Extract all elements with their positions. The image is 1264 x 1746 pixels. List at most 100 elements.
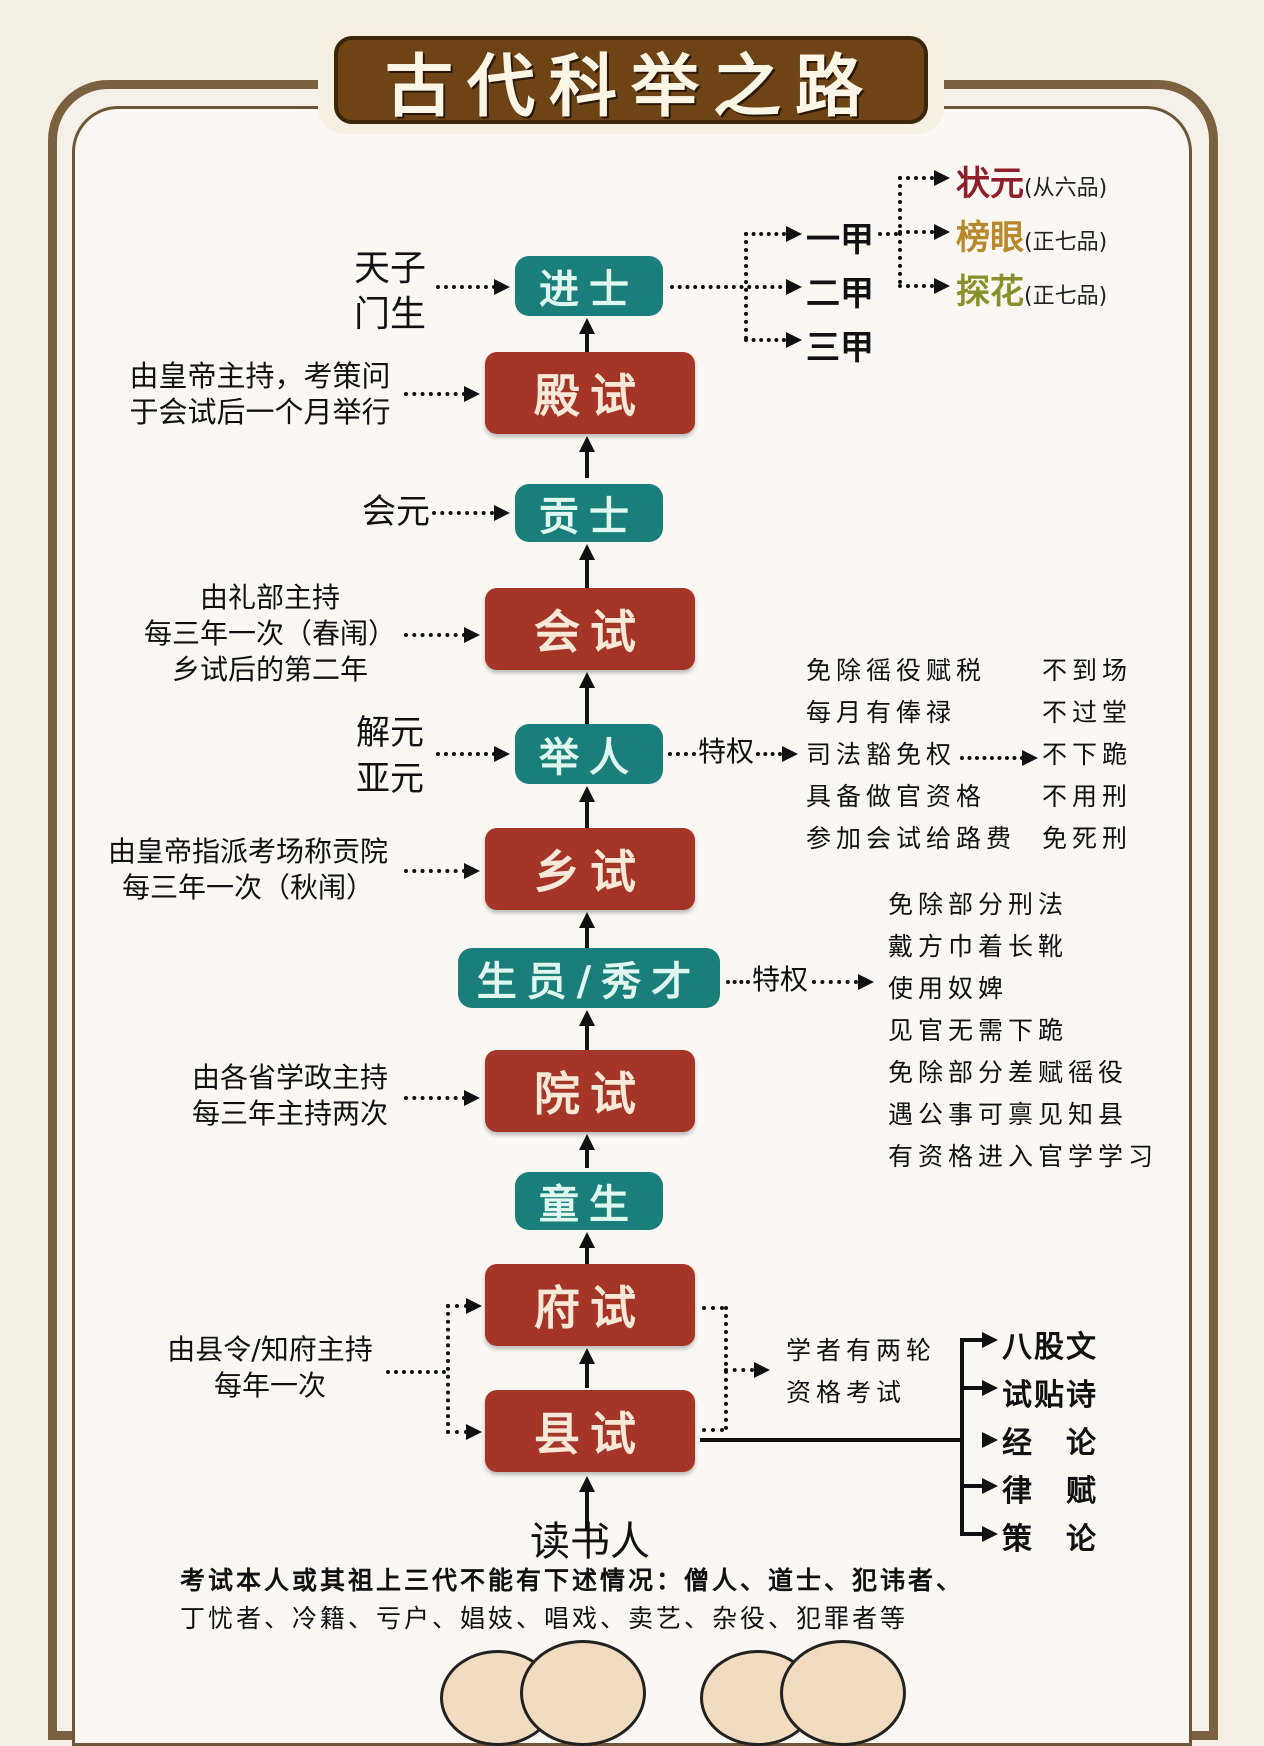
cloud-decoration-icon [780,1640,906,1746]
arrow-right-icon [464,863,480,879]
arrow-right-icon [754,1362,770,1378]
arrow-line [585,1246,589,1264]
arrow-right-icon [786,226,802,242]
dotted-connector [670,285,790,289]
rank-erjia: 二甲 [806,274,874,314]
dotted-connector [432,511,494,515]
node-dushuren: 读书人 [530,1519,650,1565]
node-yuanshi: 院试 [485,1050,695,1132]
note-jinshi: 天子 门生 [353,248,426,335]
arrow-line [585,558,589,588]
node-tongsheng: 童生 [515,1172,663,1230]
arrow-line [585,686,589,724]
dotted-connector [668,752,696,756]
arrow-right-icon [786,332,802,348]
arrow-right-icon [934,170,950,186]
dotted-connector [404,869,466,873]
arrow-line [585,1024,589,1050]
dotted-connector [812,980,858,984]
note-fu-xian: 由县令/知府主持 每年一次 [167,1333,373,1402]
node-fushi: 府试 [485,1264,695,1346]
node-gongshi: 贡士 [515,484,663,542]
dotted-connector [878,232,898,236]
title-plate: 古代科举之路 [334,36,928,127]
honor-bangyan: 榜眼(正七品) [956,218,1108,258]
dotted-connector [744,232,748,340]
dotted-connector [726,980,750,984]
connector-line [960,1484,984,1488]
dotted-connector [702,1428,724,1432]
note-huishi: 由礼部主持 每三年一次（春闱） 乡试后的第二年 [143,581,396,686]
dotted-connector [744,232,786,236]
arrow-line [585,330,589,352]
judicial-privilege-list: 不到场 不过堂 不下跪 不用刑 免死刑 [1042,656,1133,853]
arrow-right-icon [464,386,480,402]
arrow-right-icon [934,224,950,240]
node-xiangshi: 乡试 [485,828,695,910]
arrow-up-icon [579,1348,595,1364]
arrow-up-icon [579,912,595,928]
dotted-connector [898,284,934,288]
arrow-line [585,1490,589,1530]
node-juren: 举人 [515,724,663,784]
arrow-right-icon [466,1298,482,1314]
dotted-connector [446,1430,468,1434]
arrow-right-icon [982,1478,998,1494]
dotted-connector [446,1304,450,1434]
node-xianshi: 县试 [485,1390,695,1472]
connector-line [960,1386,984,1390]
arrow-right-icon [494,279,510,295]
arrow-right-icon [934,278,950,294]
note-xiangshi: 由皇帝指派考场称贡院 每三年一次（秋闱） [107,835,388,904]
shengyuan-privilege-label: 特权 [752,963,809,996]
arrow-right-icon [494,746,510,762]
juren-privilege-list: 免除徭役赋税 每月有俸禄 司法豁免权 具备做官资格 参加会试给路费 [806,656,1017,853]
connector-line [700,1438,962,1442]
dotted-connector [724,1368,754,1372]
arrow-right-icon [982,1526,998,1542]
subject-jinglun: 经 论 [1002,1426,1098,1461]
subject-lvfu: 律 赋 [1002,1474,1098,1509]
dotted-connector [702,1306,724,1310]
arrow-right-icon [782,746,798,762]
dotted-connector [898,230,934,234]
dotted-connector [404,633,466,637]
arrow-up-icon [579,1134,595,1150]
arrow-up-icon [579,1010,595,1026]
honor-tanhua: 探花(正七品) [956,272,1108,312]
honor-zhuangyuan: 状元(从六品) [956,164,1108,204]
note-gongshi: 会元 [362,492,430,532]
rank-yijia: 一甲 [806,220,874,260]
arrow-right-icon [982,1332,998,1348]
rank-sanjia: 三甲 [806,328,874,368]
arrow-up-icon [579,318,595,334]
subject-celun: 策 论 [1002,1522,1098,1557]
arrow-up-icon [579,786,595,802]
arrow-line [585,1148,589,1168]
arrow-right-icon [786,279,802,295]
dotted-connector [436,752,496,756]
node-dianshi: 殿试 [485,352,695,434]
note-dianshi: 由皇帝主持，考策问 于会试后一个月举行 [129,359,391,429]
arrow-right-icon [858,974,874,990]
arrow-up-icon [579,672,595,688]
node-jinshi: 进士 [515,256,663,316]
dotted-connector [744,338,786,342]
arrow-up-icon [579,1232,595,1248]
shengyuan-privilege-list: 免除部分刑法 戴方巾着长靴 使用奴婢 见官无需下跪 免除部分差赋徭役 遇公事可禀… [888,890,1159,1171]
arrow-right-icon [1022,750,1038,766]
arrow-right-icon [464,627,480,643]
eligibility-footnote: 考试本人或其祖上三代不能有下述情况：僧人、道士、犯讳者、 丁忧者、冷籍、亏户、娼… [180,1566,965,1633]
dotted-connector [446,1304,468,1308]
arrow-up-icon [579,544,595,560]
connector-line [960,1338,964,1534]
dotted-connector [404,1096,466,1100]
connector-line [960,1532,984,1536]
arrow-right-icon [466,1424,482,1440]
dotted-connector [404,392,466,396]
subject-shitieshi: 试贴诗 [1002,1378,1098,1413]
node-shengyuan: 生员/秀才 [458,948,720,1008]
arrow-up-icon [579,436,595,452]
subject-baguwen: 八股文 [1002,1330,1098,1365]
arrow-right-icon [982,1380,998,1396]
